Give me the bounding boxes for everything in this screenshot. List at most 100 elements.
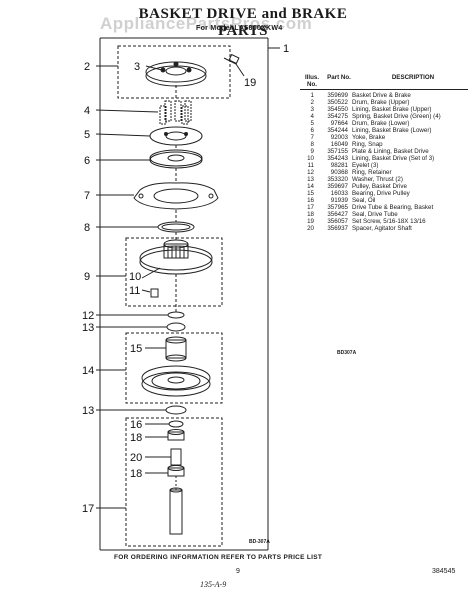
part-no-cell: 356057 [327, 218, 348, 225]
description-cell: Seal, Drive Tube [352, 211, 398, 218]
description-cell: Eyelet (3) [352, 162, 379, 169]
parts-table-row: 13 353320 Washer, Thrust (2) [300, 176, 468, 183]
callout-5: 5 [84, 129, 90, 141]
callout-17: 17 [82, 503, 94, 515]
description-cell: Lining, Basket Brake (Lower) [352, 127, 432, 134]
description-cell: Lining, Basket Brake (Upper) [352, 106, 432, 113]
illus-no-cell: 5 [310, 120, 314, 127]
parts-table-row: 18 356427 Seal, Drive Tube [300, 211, 468, 218]
callout-6: 6 [84, 155, 90, 167]
parts-table-header: Illus. No. Part No. DESCRIPTION [300, 74, 468, 90]
parts-table-row: 5 97664 Drum, Brake (Lower) [300, 120, 468, 127]
illus-no-cell: 12 [307, 169, 314, 176]
part-no-cell: 359697 [327, 183, 348, 190]
subassembly-box-14 [125, 332, 223, 404]
subassembly-box-2 [117, 45, 231, 99]
description-cell: Spacer, Agitator Shaft [352, 225, 412, 232]
illus-no-cell: 9 [310, 148, 314, 155]
callout-20: 20 [130, 452, 142, 464]
callout-2: 2 [84, 61, 90, 73]
illus-no-cell: 4 [310, 113, 314, 120]
description-cell: Basket Drive & Brake [352, 92, 411, 99]
callout-16: 16 [130, 419, 142, 431]
part-no-cell: 92003 [330, 134, 348, 141]
description-cell: Lining, Basket Drive (Set of 3) [352, 155, 435, 162]
part-no-cell: 357155 [327, 148, 348, 155]
illus-no-cell: 1 [310, 92, 314, 99]
illus-no-cell: 3 [310, 106, 314, 113]
part-no-cell: 354243 [327, 155, 348, 162]
illus-no-cell: 13 [307, 176, 314, 183]
model-subtitle: For Model LA5800XKW4 [196, 25, 283, 32]
description-cell: Yoke, Brake [352, 134, 386, 141]
callout-14: 14 [82, 365, 94, 377]
drive-tube-seal-lower [167, 467, 185, 477]
description-cell: Drum, Brake (Upper) [352, 99, 410, 106]
callout-1: 1 [283, 43, 289, 55]
eyelet [150, 288, 159, 298]
callout-19: 19 [244, 77, 256, 89]
subassembly-box-17 [125, 417, 223, 547]
part-no-cell: 354244 [327, 127, 348, 134]
part-no-cell: 359699 [327, 92, 348, 99]
part-no-cell: 353320 [327, 176, 348, 183]
upper-brake-drum-hub [165, 66, 187, 76]
description-cell: Drive Tube & Bearing, Basket [352, 204, 434, 211]
retainer-ring [167, 311, 185, 319]
description-cell: Drum, Brake (Lower) [352, 120, 410, 127]
part-no-cell: 356427 [327, 211, 348, 218]
part-no-cell: 16033 [330, 190, 348, 197]
callout-13-upper: 13 [82, 322, 94, 334]
part-no-cell: 354550 [327, 106, 348, 113]
illus-no-cell: 19 [307, 218, 314, 225]
parts-table-row: 3 354550 Lining, Basket Brake (Upper) [300, 106, 468, 113]
part-no-cell: 350522 [327, 99, 348, 106]
callout-10: 10 [129, 271, 141, 283]
description-cell: Bearing, Drive Pulley [352, 190, 410, 197]
description-cell: Pulley, Basket Drive [352, 183, 407, 190]
header-part-no: Part No. [327, 74, 351, 81]
illus-no-cell: 17 [307, 204, 314, 211]
part-no-cell: 97664 [330, 120, 348, 127]
description-cell: Ring, Snap [352, 141, 383, 148]
table-code: BD307A [337, 350, 357, 356]
watermark-text: AppliancePartsPros.com [100, 14, 313, 33]
figure-code: BD-307A [249, 539, 270, 545]
thrust-washer-lower [165, 405, 187, 415]
illus-no-cell: 6 [310, 127, 314, 134]
callout-15: 15 [130, 343, 142, 355]
parts-table-row: 1 359699 Basket Drive & Brake [300, 92, 468, 99]
header-description: DESCRIPTION [391, 74, 435, 81]
subassembly-box-9 [125, 237, 223, 307]
document-number: 384545 [432, 568, 456, 575]
part-no-cell: 356937 [327, 225, 348, 232]
page-number: 9 [236, 568, 240, 575]
illus-no-cell: 18 [307, 211, 314, 218]
thrust-washer-upper [166, 322, 186, 332]
illus-no-cell: 16 [307, 197, 314, 204]
part-no-cell: 91939 [330, 197, 348, 204]
illus-no-cell: 10 [307, 155, 314, 162]
parts-table-row: 6 354244 Lining, Basket Brake (Lower) [300, 127, 468, 134]
description-cell: Washer, Thrust (2) [352, 176, 403, 183]
callout-11: 11 [129, 285, 140, 297]
callout-3: 3 [134, 61, 140, 73]
description-cell: Ring, Retainer [352, 169, 392, 176]
part-no-cell: 354275 [327, 113, 348, 120]
part-no-cell: 357965 [327, 204, 348, 211]
callout-4: 4 [84, 105, 90, 117]
drive-tube-seal-upper [167, 431, 185, 441]
callout-18-lower: 18 [130, 468, 142, 480]
